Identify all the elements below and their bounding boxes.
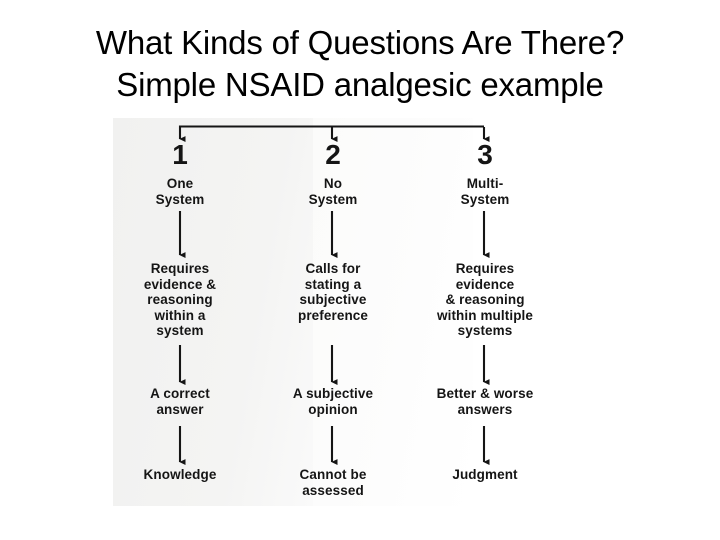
branch-3-requirement-line-2: evidence (455, 276, 515, 292)
branch-1-outcome: A correct answer (100, 386, 260, 417)
branch-1-requirement-line-1: Requires (150, 261, 210, 276)
diagram-content: 1 One System Requires evidence & reasoni… (113, 118, 583, 506)
branch-3-requirement-line-5: systems (457, 323, 513, 338)
branch-3-kind-line-1: Multi- (466, 176, 504, 191)
branch-1-outcome-line-2: answer (156, 401, 204, 417)
branch-3-kind: Multi- System (405, 176, 565, 207)
branch-2-outcome-line-2: opinion (308, 401, 358, 417)
branch-1-requirement-line-4: within a (154, 307, 206, 323)
branch-2-requirement-line-3: subjective (299, 292, 367, 307)
branch-1-outcome-line-1: A correct (150, 386, 210, 401)
slide-title-line-2: Simple NSAID analgesic example (116, 66, 604, 103)
question-types-diagram: 1 One System Requires evidence & reasoni… (113, 118, 583, 506)
branch-3-result: Judgment (405, 467, 565, 483)
scan-paper-texture-right (313, 118, 473, 506)
branch-3-requirement-line-3: & reasoning (445, 292, 525, 307)
branch-2-result: Cannot be assessed (253, 467, 413, 498)
slide-title-block: What Kinds of Questions Are There? Simpl… (0, 22, 720, 106)
branch-1-kind-line-2: System (155, 191, 205, 207)
branch-1-requirement-line-3: reasoning (147, 292, 213, 307)
connector-top-bar (178, 125, 484, 128)
branch-2-requirement-line-1: Calls for (305, 261, 361, 276)
branch-1-kind-line-1: One (166, 176, 194, 191)
branch-2-kind-line-2: System (308, 191, 358, 207)
branch-2-requirement-line-4: preference (297, 307, 369, 323)
branch-3-outcome: Better & worse answers (405, 386, 565, 417)
branch-2-requirement-line-2: stating a (304, 276, 362, 292)
branch-2-number: 2 (325, 139, 341, 170)
branch-3-outcome-line-1: Better & worse (436, 386, 534, 401)
branch-3-requirement-line-4: within multiple (437, 307, 533, 323)
branch-3-number: 3 (477, 139, 493, 170)
branch-2-result-line-2: assessed (302, 482, 364, 498)
branch-2-kind: No System (253, 176, 413, 207)
branch-2-result-line-1: Cannot be (299, 467, 367, 482)
slide-title-line-1: What Kinds of Questions Are There? (95, 24, 625, 61)
branch-3-outcome-line-2: answers (457, 401, 513, 417)
branch-1-requirement: Requires evidence & reasoning within a s… (100, 261, 260, 339)
branch-3-requirement-line-1: Requires (455, 261, 515, 276)
branch-2-outcome: A subjective opinion (253, 386, 413, 417)
branch-1-number: 1 (172, 139, 188, 170)
branch-1-result: Knowledge (100, 467, 260, 483)
branch-3-result-line-1: Judgment (452, 467, 518, 482)
branch-2-kind-line-1: No (323, 176, 343, 191)
branch-2-outcome-line-1: A subjective (292, 386, 374, 401)
branch-2-requirement: Calls for stating a subjective preferenc… (253, 261, 413, 323)
branch-1-requirement-line-2: evidence & (143, 276, 217, 292)
branch-1-kind: One System (100, 176, 260, 207)
branch-1-requirement-line-5: system (156, 323, 204, 338)
branch-3-kind-line-2: System (460, 191, 510, 207)
branch-1-result-line-1: Knowledge (143, 467, 217, 482)
branch-3-requirement: Requires evidence & reasoning within mul… (405, 261, 565, 339)
